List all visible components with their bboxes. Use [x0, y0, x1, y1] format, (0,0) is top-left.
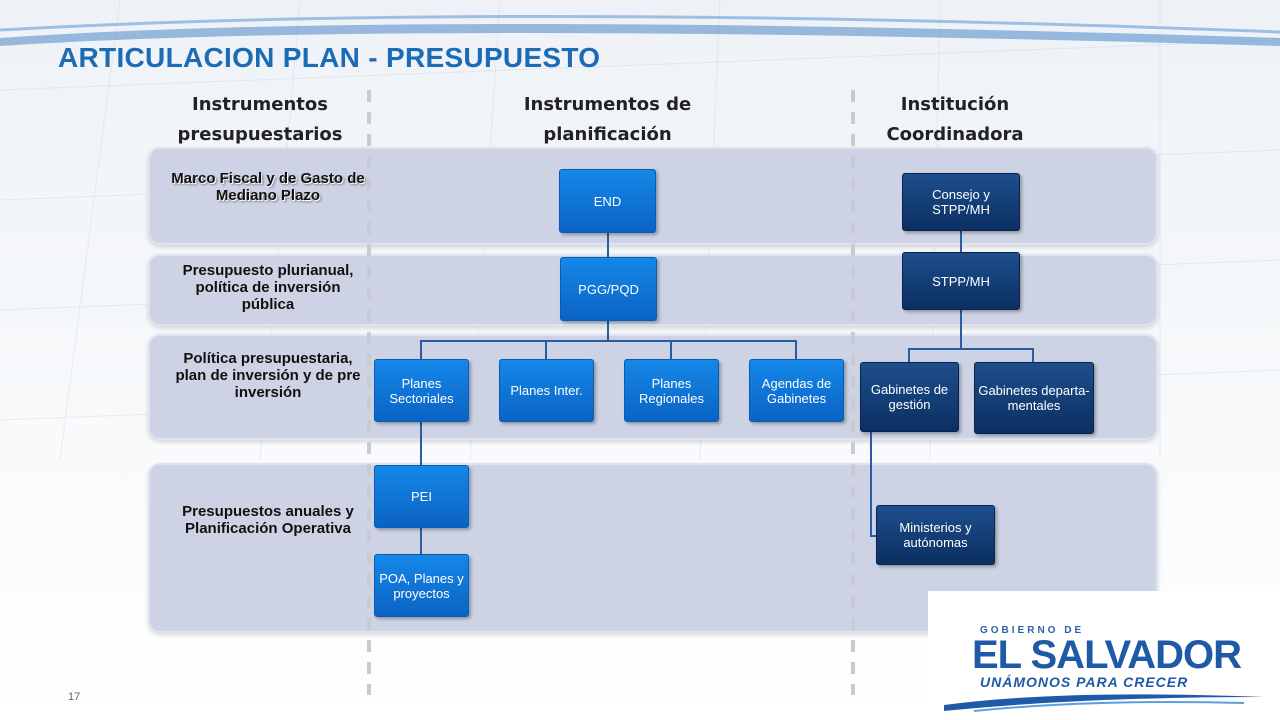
node-gabinetes-departamentales[interactable]: Gabinetes departa-mentales [974, 362, 1094, 434]
connector-line [420, 340, 422, 360]
connector-line [795, 340, 797, 360]
node-stpp-mh[interactable]: STPP/MH [902, 252, 1020, 310]
logo-top-text: GOBIERNO DE [980, 625, 1085, 636]
connector-line [960, 230, 962, 252]
connector-line [870, 430, 872, 536]
node-agendas-gabinetes[interactable]: Agendas de Gabinetes [749, 359, 844, 422]
node-pgg-pqd[interactable]: PGG/PQD [560, 257, 657, 321]
node-consejo-stpp-mh[interactable]: Consejo y STPP/MH [902, 173, 1020, 231]
logo-slogan: UNÁMONOS PARA CRECER [980, 674, 1189, 690]
row-label-presupuestos-anuales: Presupuestos anuales y Planificación Ope… [182, 503, 354, 537]
row-label-politica-presupuestaria: Política presupuestaria, plan de inversi… [175, 350, 361, 401]
connector-line [670, 340, 672, 360]
connector-line [607, 320, 609, 340]
node-end[interactable]: END [559, 169, 656, 233]
node-planes-regionales[interactable]: Planes Regionales [624, 359, 719, 422]
connector-line [420, 421, 422, 466]
row-label-marco-fiscal: Marco Fiscal y de Gasto de Mediano Plazo [171, 170, 365, 204]
node-gabinetes-gestion[interactable]: Gabinetes de gestión [860, 362, 959, 432]
connector-line [960, 308, 962, 348]
column-header-planning: Instrumentos de planificación [523, 94, 692, 145]
slide-title: ARTICULACION PLAN - PRESUPUESTO [58, 42, 601, 73]
connector-line [908, 348, 1034, 350]
page-number: 17 [68, 691, 81, 703]
node-ministerios-autonomas[interactable]: Ministerios y autónomas [876, 505, 995, 565]
gobierno-el-salvador-logo: GOBIERNO DE EL SALVADOR UNÁMONOS PARA CR… [928, 591, 1280, 720]
row-label-presupuesto-plurianual: Presupuesto plurianual, política de inve… [182, 262, 354, 313]
node-pei[interactable]: PEI [374, 465, 469, 528]
connector-line [908, 348, 910, 362]
column-divider-right [851, 90, 855, 695]
column-header-budget: Instrumentos presupuestarios [177, 94, 343, 145]
node-planes-sectoriales[interactable]: Planes Sectoriales [374, 359, 469, 422]
connector-line [545, 340, 547, 360]
logo-main-text: EL SALVADOR [972, 633, 1242, 677]
connector-line [420, 527, 422, 555]
connector-line [607, 232, 609, 262]
header-swoosh [0, 14, 1280, 46]
connector-line [1032, 348, 1034, 362]
column-divider-left [367, 90, 371, 695]
column-header-institution: Institución Coordinadora [886, 94, 1024, 145]
node-poa[interactable]: POA, Planes y proyectos [374, 554, 469, 617]
node-planes-inter[interactable]: Planes Inter. [499, 359, 594, 422]
logo-wave-icon [944, 694, 1264, 712]
connector-line [870, 535, 878, 537]
connector-line [420, 340, 796, 342]
